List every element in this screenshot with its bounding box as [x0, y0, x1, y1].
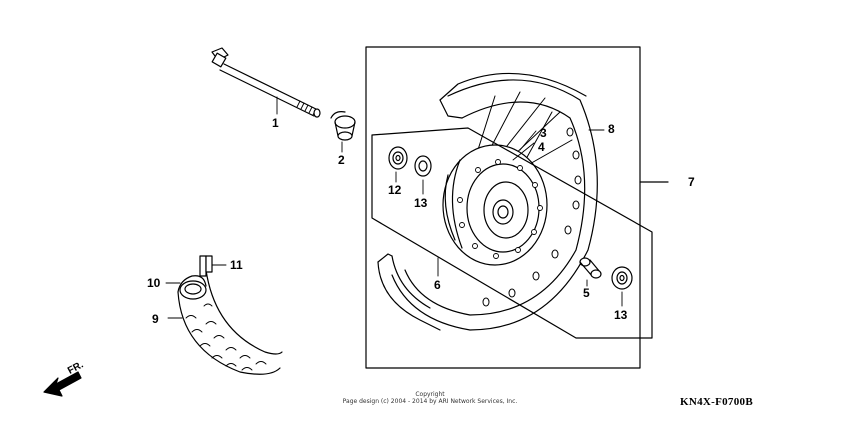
tire-part[interactable] [177, 269, 283, 375]
callout-2[interactable]: 2 [338, 153, 345, 167]
assembly-frame [365, 46, 669, 369]
leader-lines [165, 96, 669, 319]
callout-10[interactable]: 10 [147, 276, 161, 290]
copyright-title: Copyright [415, 391, 445, 398]
callout-8[interactable]: 8 [608, 122, 615, 136]
rim-part[interactable] [391, 72, 598, 331]
distance-collar-part[interactable] [579, 257, 602, 279]
bearing-13-lower-part[interactable] [611, 266, 633, 290]
rim-band-part[interactable] [377, 253, 441, 331]
bearing-12-part[interactable] [388, 146, 408, 170]
callout-6[interactable]: 6 [434, 278, 441, 292]
collar-part[interactable] [330, 111, 356, 141]
callout-3[interactable]: 3 [540, 126, 547, 140]
callout-12[interactable]: 12 [388, 183, 402, 197]
callout-1[interactable]: 1 [272, 116, 279, 130]
tube-valve-part[interactable] [199, 255, 213, 277]
front-direction-arrow-icon [43, 371, 82, 397]
callout-11[interactable]: 11 [230, 258, 243, 272]
callout-4[interactable]: 4 [538, 140, 545, 154]
inner-frame [371, 127, 653, 339]
callout-7[interactable]: 7 [688, 175, 695, 189]
hub-part[interactable] [442, 144, 548, 266]
seal-13-upper-part[interactable] [414, 155, 432, 177]
axle-part[interactable] [211, 47, 321, 118]
callout-13-upper[interactable]: 13 [414, 196, 428, 210]
callout-13-lower[interactable]: 13 [614, 308, 628, 322]
copyright-notice: Page design (c) 2004 - 2014 by ARI Netwo… [342, 398, 518, 405]
callout-5[interactable]: 5 [583, 286, 590, 300]
diagram-code: KN4X-F0700B [680, 396, 753, 408]
callout-9[interactable]: 9 [152, 312, 159, 326]
